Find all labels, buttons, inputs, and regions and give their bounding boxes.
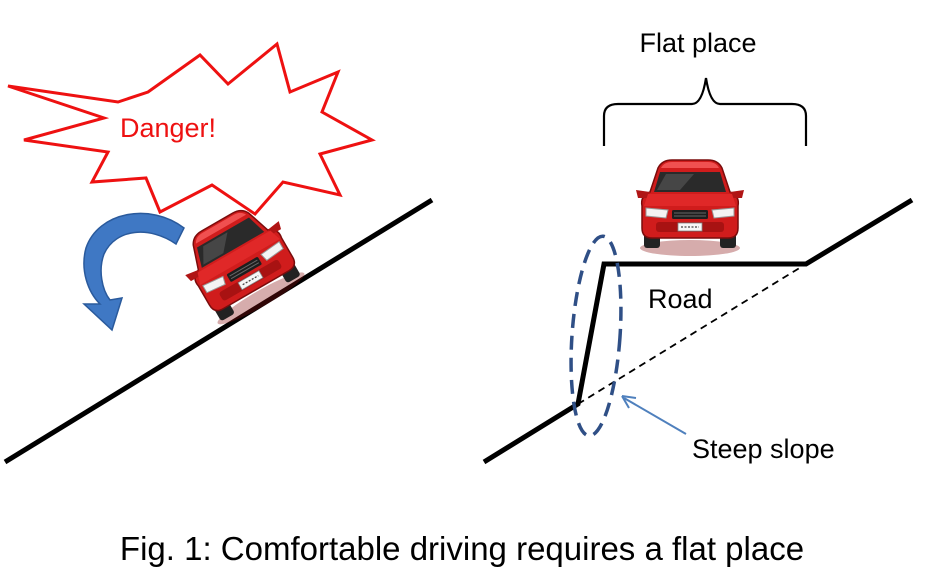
tipping-arrow <box>82 212 185 332</box>
level-car <box>635 159 745 257</box>
tilted-car <box>169 194 313 334</box>
figure-caption: Fig. 1: Comfortable driving requires a f… <box>120 530 804 567</box>
road-label: Road <box>648 284 713 314</box>
danger-burst <box>7 41 376 216</box>
slope-road <box>3 197 434 465</box>
steep-slope-label: Steep slope <box>692 434 835 464</box>
steep-slope-pointer <box>623 397 687 435</box>
pointer-arrowhead <box>621 395 637 409</box>
flat-place-brace <box>602 77 808 146</box>
original-slope-dashed <box>577 263 807 405</box>
steep-slope-highlight <box>569 234 623 438</box>
flat-place-label: Flat place <box>639 28 756 58</box>
danger-label: Danger! <box>120 113 216 143</box>
road-profile <box>482 197 914 465</box>
